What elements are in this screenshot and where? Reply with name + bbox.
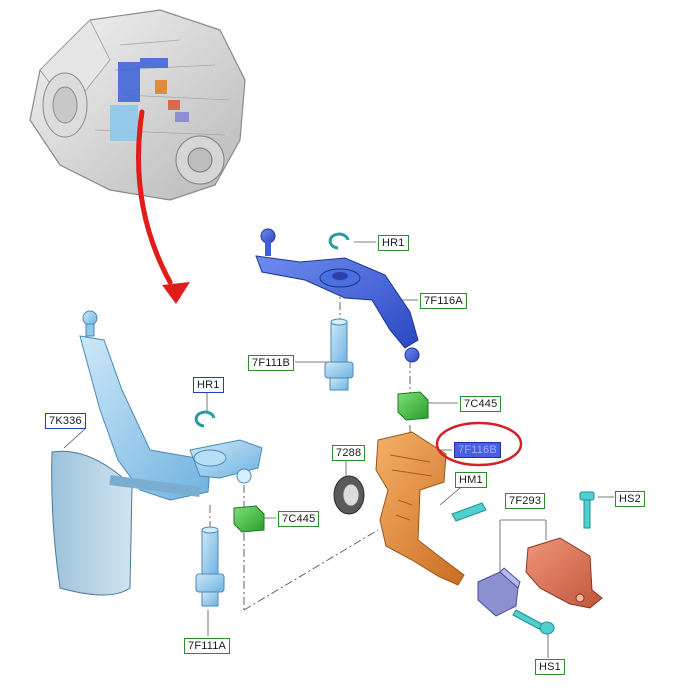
label-hr1-top: HR1 [378,235,409,251]
selector-lever-arm [79,310,263,501]
selector-housing-7f116b [375,431,465,586]
green-block-7c445-left [233,505,265,533]
red-direction-arrow [136,109,190,304]
bolt-hs2 [579,491,595,529]
cover-plate-7k336 [51,450,201,596]
seal-ring-7288 [333,475,365,515]
green-block-7c445-top [397,391,429,421]
sensor-module-7f293-b [525,537,603,609]
label-hr1-left: HR1 [193,377,224,393]
bolt-hs1 [512,609,555,635]
label-hm1: HM1 [455,472,487,488]
label-7288: 7288 [332,445,366,461]
label-7f111a: 7F111A [184,638,231,654]
pin-hm1 [451,502,487,522]
circlip-hr1-left [194,410,216,428]
label-7c445-top: 7C445 [460,396,502,412]
shaft-7f111b [324,318,354,391]
label-7f116b: 7F116B [454,442,501,458]
label-7k336: 7K336 [45,413,86,429]
gearbox-overview-illustration [29,9,246,201]
shift-lever-7f116a [255,228,420,363]
label-7c445-left: 7C445 [278,511,320,527]
label-hs1: HS1 [535,659,565,675]
highlight-circle [435,421,523,467]
label-7f293: 7F293 [505,493,546,509]
label-hs2: HS2 [615,491,645,507]
sensor-module-7f293-a [477,567,521,617]
shaft-7f111a [195,526,225,607]
label-7f116a: 7F116A [420,293,467,309]
circlip-hr1-top [328,232,350,250]
label-7f111b: 7F111B [248,355,295,371]
